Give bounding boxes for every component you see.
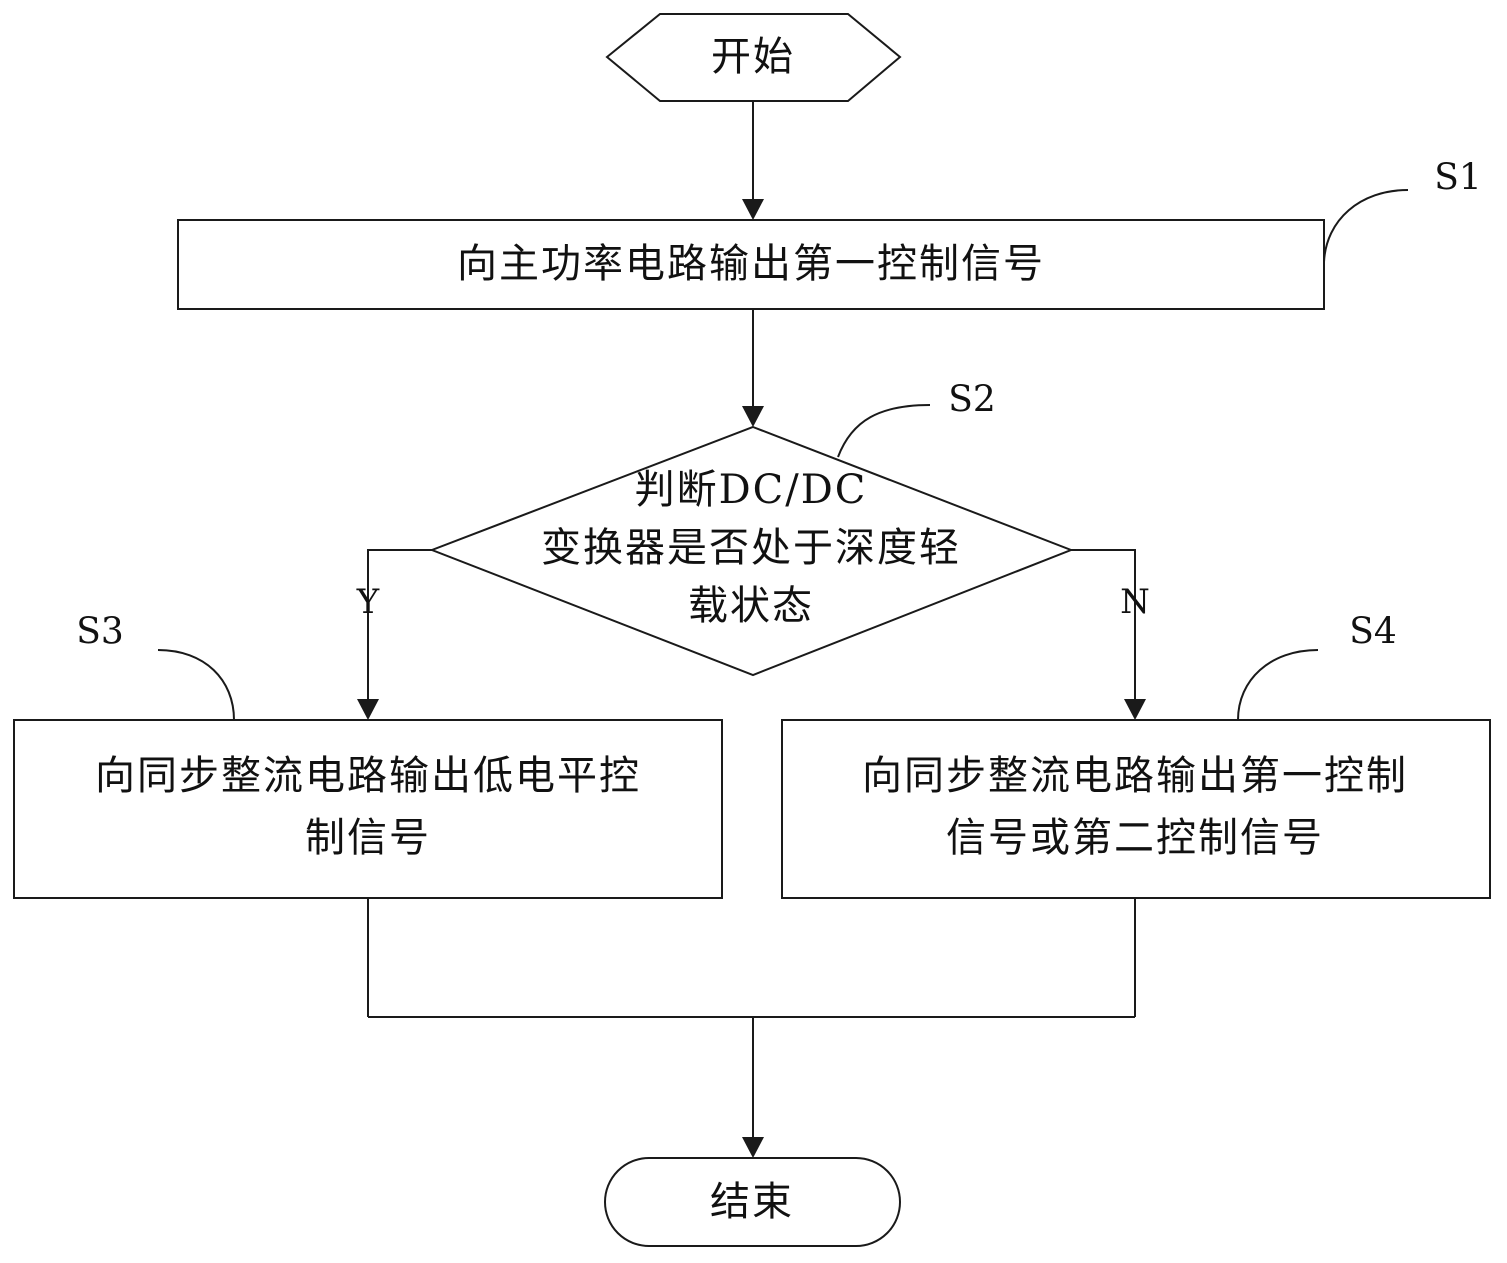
connector-yes-branch bbox=[367, 549, 432, 700]
no-branch-label: N bbox=[1120, 582, 1150, 622]
s3-callout-curve bbox=[157, 649, 235, 721]
arrowhead-no-branch bbox=[1124, 699, 1146, 720]
s3-text-line-2: 制信号 bbox=[305, 815, 431, 861]
start-hexagon bbox=[605, 13, 902, 102]
s4-text-line-1: 向同步整流电路输出第一控制 bbox=[862, 753, 1408, 799]
s3-step-label: S3 bbox=[76, 612, 124, 653]
s2-callout-curve bbox=[837, 404, 931, 458]
s1-text: 向主功率电路输出第一控制信号 bbox=[457, 241, 1045, 287]
arrowhead-s1-s2 bbox=[742, 406, 764, 427]
s2-text-line-2: 变换器是否处于深度轻 bbox=[541, 525, 961, 571]
s2-text-line-1: 判断DC/DC bbox=[635, 467, 868, 513]
s4-process-box bbox=[781, 719, 1491, 899]
end-label: 结束 bbox=[710, 1179, 794, 1225]
start-node: 开始 bbox=[605, 13, 902, 102]
s2-step-label: S2 bbox=[948, 380, 996, 421]
s4-text-line-2: 信号或第二控制信号 bbox=[946, 815, 1324, 861]
step-s2: 判断DC/DC 变换器是否处于深度轻 载状态 bbox=[429, 425, 1074, 677]
s1-step-label: S1 bbox=[1434, 158, 1482, 199]
step-s4: 向同步整流电路输出第一控制 信号或第二控制信号 bbox=[781, 719, 1491, 899]
connector-no-branch bbox=[1071, 549, 1136, 700]
step-s1: 向主功率电路输出第一控制信号 bbox=[177, 219, 1325, 310]
start-label: 开始 bbox=[711, 34, 795, 80]
end-node: 结束 bbox=[604, 1157, 901, 1247]
arrowhead-merge-end bbox=[742, 1137, 764, 1158]
s2-text-line-3: 载状态 bbox=[688, 583, 814, 629]
s3-text-line-1: 向同步整流电路输出低电平控 bbox=[95, 753, 641, 799]
s4-step-label: S4 bbox=[1349, 612, 1397, 653]
s1-callout-curve bbox=[1323, 189, 1409, 263]
end-terminator bbox=[604, 1157, 901, 1247]
arrowhead-start-s1 bbox=[742, 199, 764, 220]
s2-decision-diamond bbox=[429, 425, 1074, 677]
yes-branch-label: Y bbox=[356, 582, 380, 622]
s4-callout-curve bbox=[1237, 649, 1319, 721]
step-s3: 向同步整流电路输出低电平控 制信号 bbox=[13, 719, 723, 899]
s3-process-box bbox=[13, 719, 723, 899]
s1-process-box bbox=[177, 219, 1325, 310]
arrowhead-yes-branch bbox=[357, 699, 379, 720]
